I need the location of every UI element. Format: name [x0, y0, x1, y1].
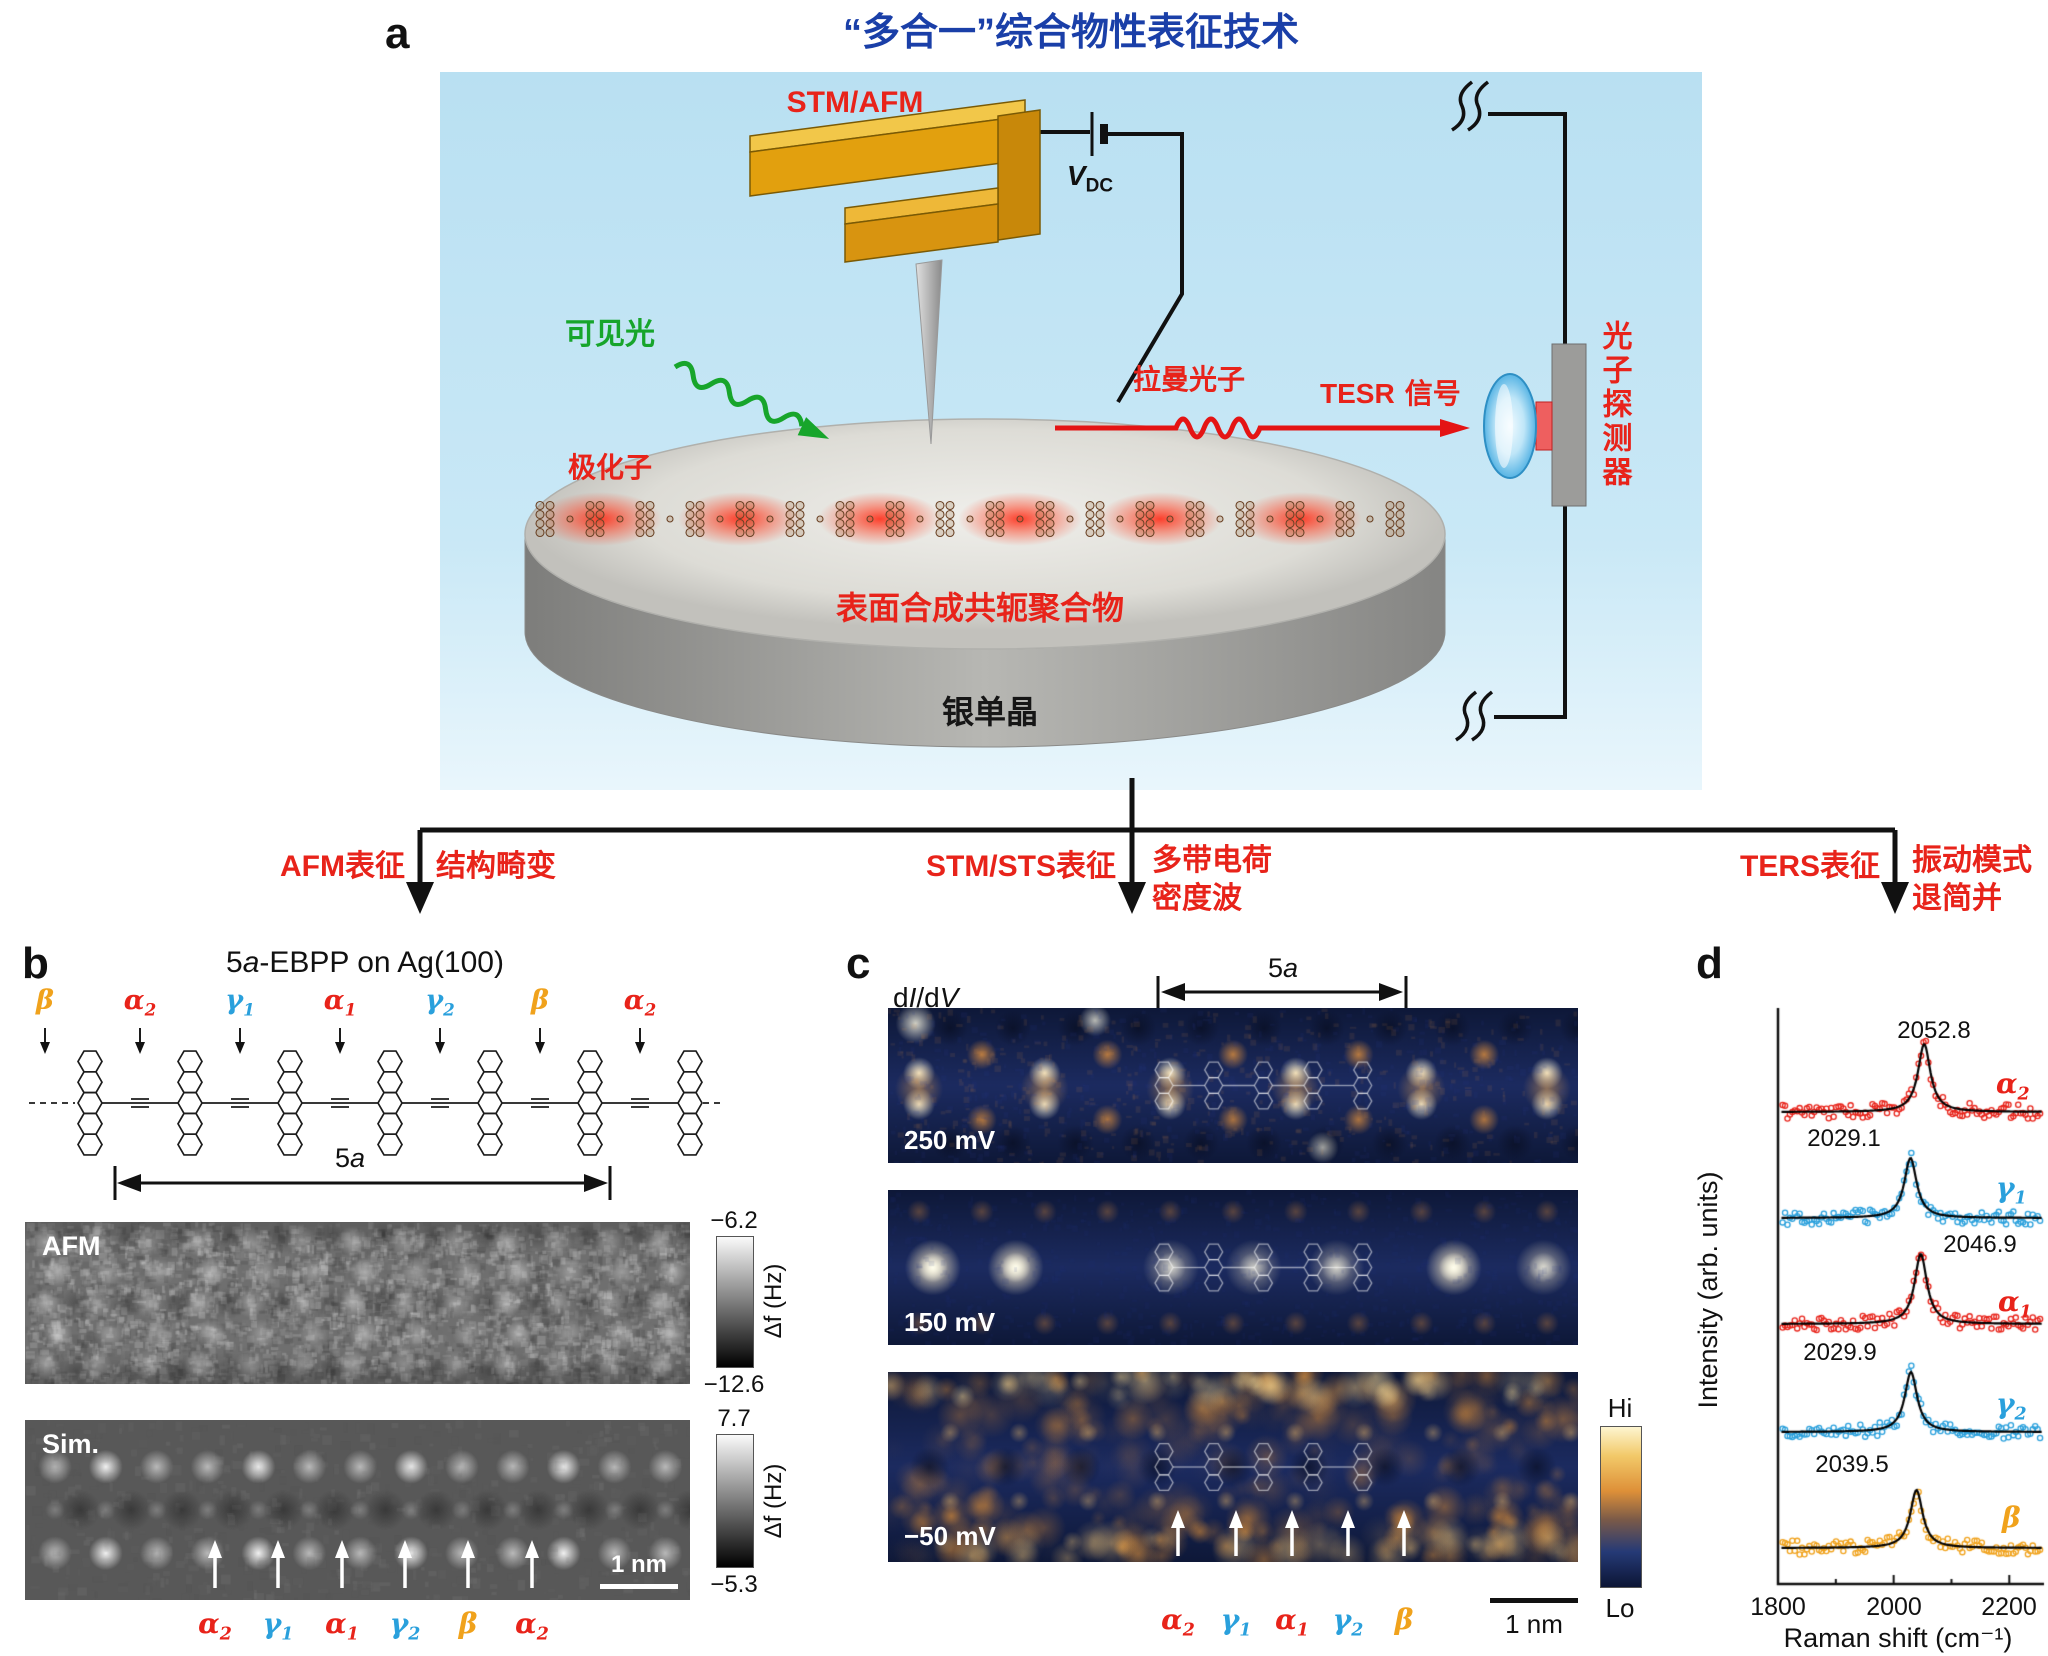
- filter-element: [1535, 401, 1553, 451]
- branch-ters-result: 振动模式 退简并: [1912, 844, 2032, 915]
- peak-label-beta: β: [2002, 1501, 2021, 1534]
- substrate-label: 银单晶: [941, 694, 1038, 730]
- panel-c-span-label: 5a: [1267, 953, 1299, 983]
- sim-colorbar-unit: Δf (Hz): [760, 1463, 787, 1539]
- sim-mode-beta: β: [458, 1607, 478, 1640]
- didv-colorbar: [1600, 1426, 1642, 1588]
- figure-title: “多合一”综合物性表征技术: [842, 12, 1299, 54]
- peak-label-gamma2: γ2: [1996, 1387, 2027, 1425]
- panel-c-letter: c: [846, 939, 871, 988]
- x-tick-2200: 2200: [1981, 1593, 2037, 1621]
- polaron-label: 极化子: [568, 452, 653, 483]
- peak-value-gamma2: 2029.9: [1803, 1339, 1877, 1366]
- stm-mode-alpha2: α2: [1161, 1603, 1195, 1641]
- afm-image: [25, 1222, 690, 1384]
- x-tick-1800: 1800: [1750, 1593, 1806, 1621]
- panel-d-letter: d: [1696, 939, 1723, 988]
- didv-map-250mv: [888, 1008, 1578, 1163]
- bond-label-alpha2-2: α2: [623, 985, 657, 1020]
- x-tick-2000: 2000: [1866, 1593, 1922, 1621]
- panel-c-scalebar-label: 1 nm: [1505, 1609, 1563, 1639]
- sim-colorbar-min: −5.3: [710, 1571, 758, 1598]
- stm-mode-gamma1: γ1: [1220, 1603, 1252, 1641]
- panel-a-letter: a: [385, 9, 410, 58]
- bond-label-alpha1: α1: [323, 985, 357, 1020]
- afm-colorbar-unit: Δf (Hz): [760, 1263, 787, 1339]
- panel-c-scalebar: [1490, 1598, 1578, 1603]
- didv-map-150mv: [888, 1190, 1578, 1345]
- afm-colorbar-min: −12.6: [703, 1371, 765, 1398]
- sim-mode-gamma1: γ1: [262, 1607, 294, 1645]
- bond-label-beta-1: β: [36, 985, 54, 1016]
- branch-stm-method: STM/STS表征: [925, 850, 1116, 883]
- peak-label-alpha1: α1: [1998, 1285, 2032, 1323]
- stm-mode-alpha1: α1: [1275, 1603, 1309, 1641]
- probe-tip: [915, 259, 943, 445]
- photon-detector-slab: [1551, 343, 1587, 507]
- bond-label-gamma1: γ1: [225, 985, 255, 1020]
- colorbar-lo-label: Lo: [1605, 1593, 1635, 1623]
- vdc-label: VDC: [1066, 160, 1114, 197]
- bias-label-250: 250 mV: [904, 1125, 996, 1155]
- stm-mode-beta: β: [1394, 1603, 1414, 1636]
- bias-circuit: [1040, 112, 1184, 404]
- polaron-glows: [538, 492, 1362, 546]
- panel-b-title: 5a-EBPP on Ag(100): [226, 946, 504, 979]
- photon-detector-label: 光子探测器: [1597, 320, 1631, 490]
- sim-mode-alpha1: α1: [325, 1607, 359, 1645]
- detector-circuit: [1451, 80, 1587, 742]
- raman-photon-label: 拉曼光子: [1133, 364, 1246, 395]
- simulation-image: [25, 1420, 690, 1600]
- bias-label-minus50: −50 mV: [904, 1521, 996, 1551]
- panel-b-letter: b: [22, 939, 49, 988]
- branch-afm-method: AFM表征: [280, 850, 405, 883]
- wire-break-symbol-bottom: [1455, 690, 1494, 742]
- wire-break-symbol-top: [1451, 80, 1490, 132]
- sim-image-label: Sim.: [42, 1429, 100, 1459]
- raman-photon-arrow: [1055, 416, 1470, 440]
- sim-mode-alpha2-1: α2: [198, 1607, 232, 1645]
- peak-value-beta: 2039.5: [1815, 1451, 1889, 1478]
- sim-colorbar: [716, 1434, 754, 1568]
- chemical-structure: [29, 1028, 723, 1156]
- polymer-chain: [535, 500, 1405, 538]
- afm-image-label: AFM: [42, 1231, 101, 1261]
- peak-value-gamma1: 2029.1: [1807, 1125, 1881, 1152]
- schematic-drawing: [524, 80, 1587, 748]
- bond-label-gamma2: γ2: [425, 985, 455, 1020]
- panel-b-scalebar-label: 1 nm: [610, 1551, 667, 1578]
- visible-light-label: 可见光: [565, 318, 655, 351]
- peak-value-alpha1: 2046.9: [1943, 1231, 2017, 1258]
- stm-mode-gamma2: γ2: [1332, 1603, 1364, 1641]
- sim-mode-gamma2: γ2: [389, 1607, 421, 1645]
- bond-label-alpha2-1: α2: [123, 985, 157, 1020]
- panel-b-scalebar: [600, 1584, 678, 1589]
- panel-b-span-label: 5a: [334, 1143, 366, 1173]
- didv-label: dI/dV: [893, 982, 959, 1013]
- polymer-label: 表面合成共轭聚合物: [835, 590, 1124, 626]
- didv-map-minus50mv: [888, 1372, 1578, 1562]
- stm-afm-sensor: [749, 99, 1041, 445]
- branch-afm-result: 结构畸变: [436, 850, 556, 883]
- sim-colorbar-max: 7.7: [717, 1405, 751, 1432]
- peak-value-alpha2: 2052.8: [1897, 1017, 1971, 1044]
- bond-label-beta-2: β: [531, 985, 549, 1016]
- visible-light-arrow: [673, 360, 830, 439]
- y-axis-label: Intensity (arb. units): [1693, 1171, 1723, 1409]
- bias-label-150: 150 mV: [904, 1307, 996, 1337]
- raman-spectra-plot: [1752, 1000, 2048, 1590]
- peak-label-gamma1: γ1: [1996, 1171, 2027, 1209]
- stm-afm-label: STM/AFM: [786, 86, 924, 119]
- afm-colorbar: [716, 1236, 754, 1368]
- afm-colorbar-max: −6.2: [710, 1207, 758, 1234]
- peak-label-alpha2: α2: [1996, 1067, 2030, 1105]
- branch-stm-result: 多带电荷 密度波: [1152, 844, 1272, 915]
- sim-mode-alpha2-2: α2: [515, 1607, 549, 1645]
- x-axis-label: Raman shift (cm⁻¹): [1783, 1623, 2013, 1653]
- branch-ters-method: TERS表征: [1739, 850, 1880, 883]
- colorbar-hi-label: Hi: [1607, 1393, 1633, 1423]
